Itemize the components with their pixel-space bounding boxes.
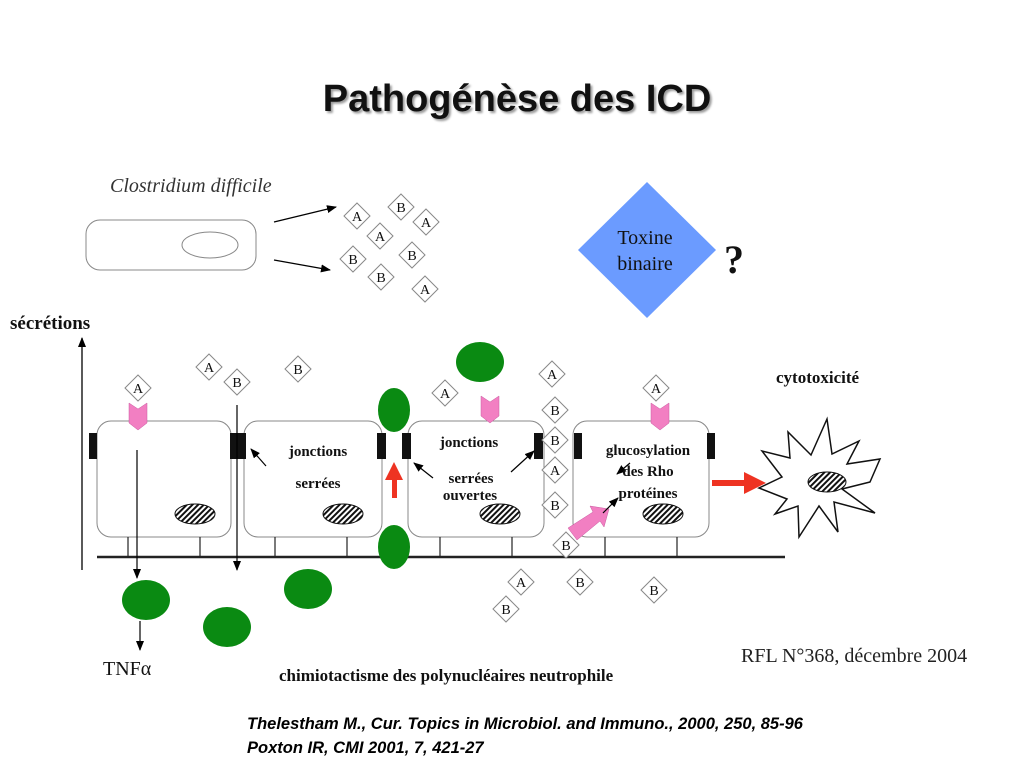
release-arrow-bottom (273, 259, 331, 273)
reference-2: Poxton IR, CMI 2001, 7, 421-27 (247, 739, 484, 757)
toxin-a-molecule: A (411, 275, 439, 303)
slide-title: Pathogénèse des ICD (322, 78, 712, 120)
toxin-a-molecule: A (642, 374, 670, 402)
junctions1-line2: serrées (296, 476, 341, 492)
toxin-a-label: A (547, 368, 558, 383)
red-arrow-up-shaft (392, 478, 397, 498)
junctions1-line1: jonctions (288, 444, 348, 460)
junctions2-line2: serrées (449, 471, 494, 487)
toxin-b-label: B (407, 249, 416, 264)
toxin-b-label: B (561, 539, 570, 554)
toxin-a-molecule: A (343, 202, 371, 230)
toxin-b-label: B (348, 253, 357, 268)
toxin-b-molecule: B (492, 595, 520, 623)
toxin-b-molecule: B (566, 568, 594, 596)
organism-label: Clostridium difficile (110, 175, 272, 197)
glucosylation-line2: des Rho (622, 464, 673, 480)
toxin-a-label: A (550, 464, 561, 479)
binary-toxin-label-2: binaire (617, 253, 673, 275)
toxin-a-label: A (421, 216, 432, 231)
release-arrow-top (273, 205, 337, 223)
neutrophils (122, 342, 504, 647)
junction-pointer-2 (413, 462, 434, 479)
cell-nuclei (174, 503, 684, 525)
toxin-a-label: A (440, 387, 451, 402)
membrane-ticks (127, 537, 678, 557)
toxin-a-label: A (375, 230, 386, 245)
question-mark: ? (724, 237, 744, 282)
toxin-b-molecule: B (541, 491, 569, 519)
toxin-b-label: B (550, 404, 559, 419)
toxin-a-label: A (516, 576, 527, 591)
junctions2-line3: ouvertes (443, 488, 497, 504)
tight-junctions (89, 433, 715, 459)
toxin-a-molecule: A (366, 222, 394, 250)
glucosylation-line1: glucosylation (606, 443, 691, 459)
junctions2-line1: jonctions (439, 435, 499, 451)
toxin-b-label: B (293, 363, 302, 378)
junction-pointer-1 (250, 448, 267, 467)
rho-pointer-2 (602, 497, 619, 514)
toxin-b-label: B (396, 201, 405, 216)
toxin-b-molecule: B (339, 245, 367, 273)
toxin-b-molecule: B (387, 193, 415, 221)
toxin-b-entry-arrow (567, 505, 610, 541)
toxin-a-label: A (133, 382, 144, 397)
toxin-a-molecule: A (195, 353, 223, 381)
toxin-b-molecule: B (398, 241, 426, 269)
cytotoxicity-label: cytotoxicité (776, 368, 860, 387)
toxin-a-molecule: A (412, 208, 440, 236)
toxin-b-label: B (232, 376, 241, 391)
toxin-b-label: B (550, 434, 559, 449)
toxin-b-molecule: B (541, 396, 569, 424)
toxin-a-molecule: A (431, 379, 459, 407)
toxin-b-label: B (649, 584, 658, 599)
rho-pointer-1 (616, 462, 631, 475)
toxin-b-label: B (501, 603, 510, 618)
tnf-label: TNFα (103, 658, 152, 680)
reference-1: Thelestham M., Cur. Topics in Microbiol.… (247, 715, 803, 733)
source-citation: RFL N°368, décembre 2004 (741, 645, 967, 667)
toxin-b-molecule: B (284, 355, 312, 383)
toxin-b-molecule: B (541, 426, 569, 454)
toxin-b-molecule: B (367, 263, 395, 291)
toxin-a-label: A (651, 382, 662, 397)
toxin-b-molecule: B (552, 531, 580, 559)
secretions-label: sécrétions (10, 313, 90, 334)
toxin-a-molecule: A (541, 456, 569, 484)
toxin-a-molecule: A (538, 360, 566, 388)
toxin-a-label: A (420, 283, 431, 298)
toxin-a-molecule: A (507, 568, 535, 596)
binary-toxin-label-1: Toxine (617, 227, 672, 249)
toxin-a-label: A (352, 210, 363, 225)
toxin-b-label: B (550, 499, 559, 514)
bacterium-nucleoid (181, 231, 239, 259)
toxin-a-molecule: A (124, 374, 152, 402)
binary-toxin-diamond (578, 182, 716, 318)
cytotoxic-cell-nucleus (807, 471, 847, 493)
junction-pointer-3 (510, 450, 535, 473)
toxin-b-label: B (376, 271, 385, 286)
chemotaxis-label: chimiotactisme des polynucléaires neutro… (279, 666, 614, 685)
red-arrow-right-shaft (712, 480, 746, 486)
red-arrow-right-head (744, 472, 766, 494)
toxin-b-label: B (575, 576, 584, 591)
red-arrow-up-head (385, 462, 403, 480)
references: Thelestham M., Cur. Topics in Microbiol.… (247, 712, 803, 760)
glucosylation-line3: protéines (619, 486, 678, 502)
toxin-a-label: A (204, 361, 215, 376)
toxin-b-molecule: B (223, 368, 251, 396)
toxin-receptors (128, 395, 670, 431)
toxin-b-molecule: B (640, 576, 668, 604)
